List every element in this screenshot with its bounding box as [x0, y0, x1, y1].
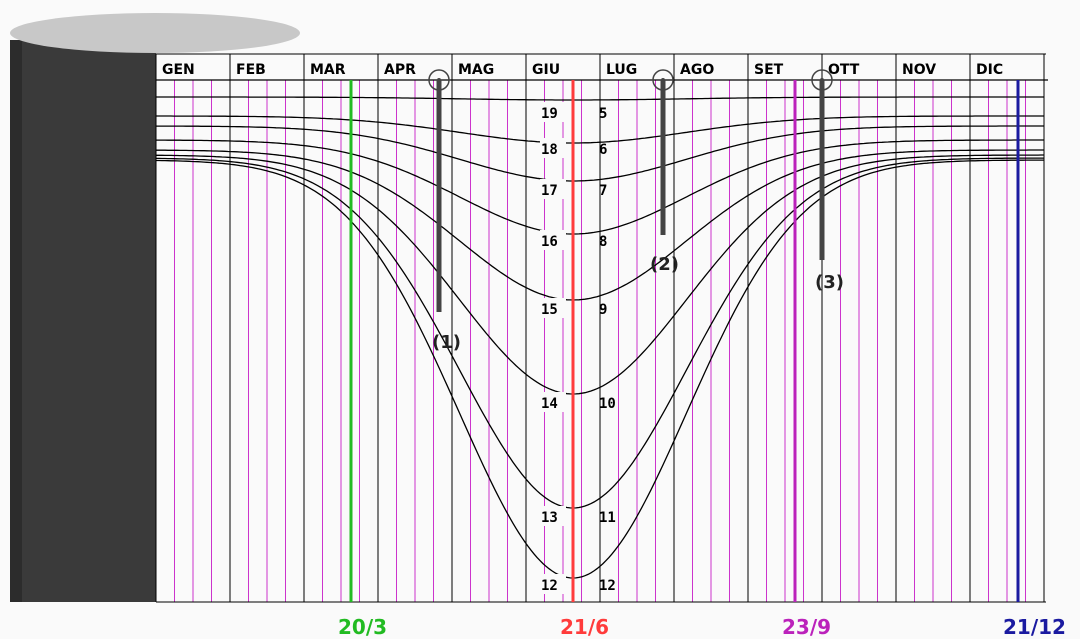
date-labels: 20/3 21/6 23/9 21/12 — [338, 615, 1066, 639]
hour-labels: 12 12 13 11 14 10 15 9 16 8 17 7 18 6 19… — [540, 102, 616, 594]
month-label-giu: GIU — [532, 62, 560, 78]
hour-label-am: 14 — [541, 396, 558, 412]
month-label-ott: OTT — [828, 62, 860, 78]
month-label-mar: MAR — [310, 62, 346, 78]
month-labels: GEN FEB MAR APR MAG GIU LUG AGO SET OTT … — [162, 62, 1003, 78]
hour-label-pm: 8 — [599, 234, 607, 250]
hour-curve — [156, 154, 1044, 395]
hour-curve — [156, 149, 1044, 301]
month-label-dic: DIC — [976, 62, 1003, 78]
hour-label-am: 13 — [541, 510, 558, 526]
hour-label-pm: 6 — [599, 142, 607, 158]
month-label-mag: MAG — [458, 62, 494, 78]
gnomon-1: (1) — [428, 69, 461, 353]
hour-label-pm: 7 — [599, 183, 607, 199]
gnomon-2: (2) — [650, 69, 679, 275]
gnomon-label: (3) — [815, 272, 844, 293]
cylinder-body — [10, 40, 156, 602]
month-label-lug: LUG — [606, 62, 637, 78]
hour-curve — [156, 115, 1044, 144]
month-label-ago: AGO — [680, 62, 714, 78]
month-label-gen: GEN — [162, 62, 195, 78]
date-label-equinox-march: 20/3 — [338, 615, 387, 639]
hour-curve — [156, 125, 1044, 182]
hour-label-am: 12 — [541, 578, 558, 594]
gnomon-label: (1) — [432, 332, 461, 353]
hour-label-am: 19 — [541, 106, 558, 122]
cylinder-top — [10, 13, 300, 53]
month-label-feb: FEB — [236, 62, 266, 78]
hour-label-am: 18 — [541, 142, 558, 158]
hour-curve — [156, 139, 1044, 235]
month-label-apr: APR — [384, 62, 416, 78]
date-label-equinox-september: 23/9 — [782, 615, 831, 639]
date-lines — [349, 80, 1020, 602]
hour-curve — [156, 96, 1044, 101]
cylinder — [10, 13, 300, 602]
hour-label-am: 16 — [541, 234, 558, 250]
date-label-solstice-june: 21/6 — [560, 615, 609, 639]
hour-curves — [156, 96, 1044, 579]
date-label-solstice-december: 21/12 — [1003, 615, 1066, 639]
month-label-set: SET — [754, 62, 784, 78]
cylinder-shade — [10, 40, 22, 602]
hour-label-pm: 5 — [599, 106, 607, 122]
hour-label-pm: 12 — [599, 578, 616, 594]
hour-label-pm: 9 — [599, 302, 607, 318]
hour-label-pm: 11 — [599, 510, 616, 526]
hour-curve — [156, 159, 1044, 579]
month-label-nov: NOV — [902, 62, 936, 78]
gnomon-label: (2) — [650, 254, 679, 275]
hour-label-pm: 10 — [599, 396, 616, 412]
hour-label-am: 17 — [541, 183, 558, 199]
hour-curve — [156, 157, 1044, 509]
gnomon-3: (3) — [811, 69, 844, 293]
hour-label-am: 15 — [541, 302, 558, 318]
